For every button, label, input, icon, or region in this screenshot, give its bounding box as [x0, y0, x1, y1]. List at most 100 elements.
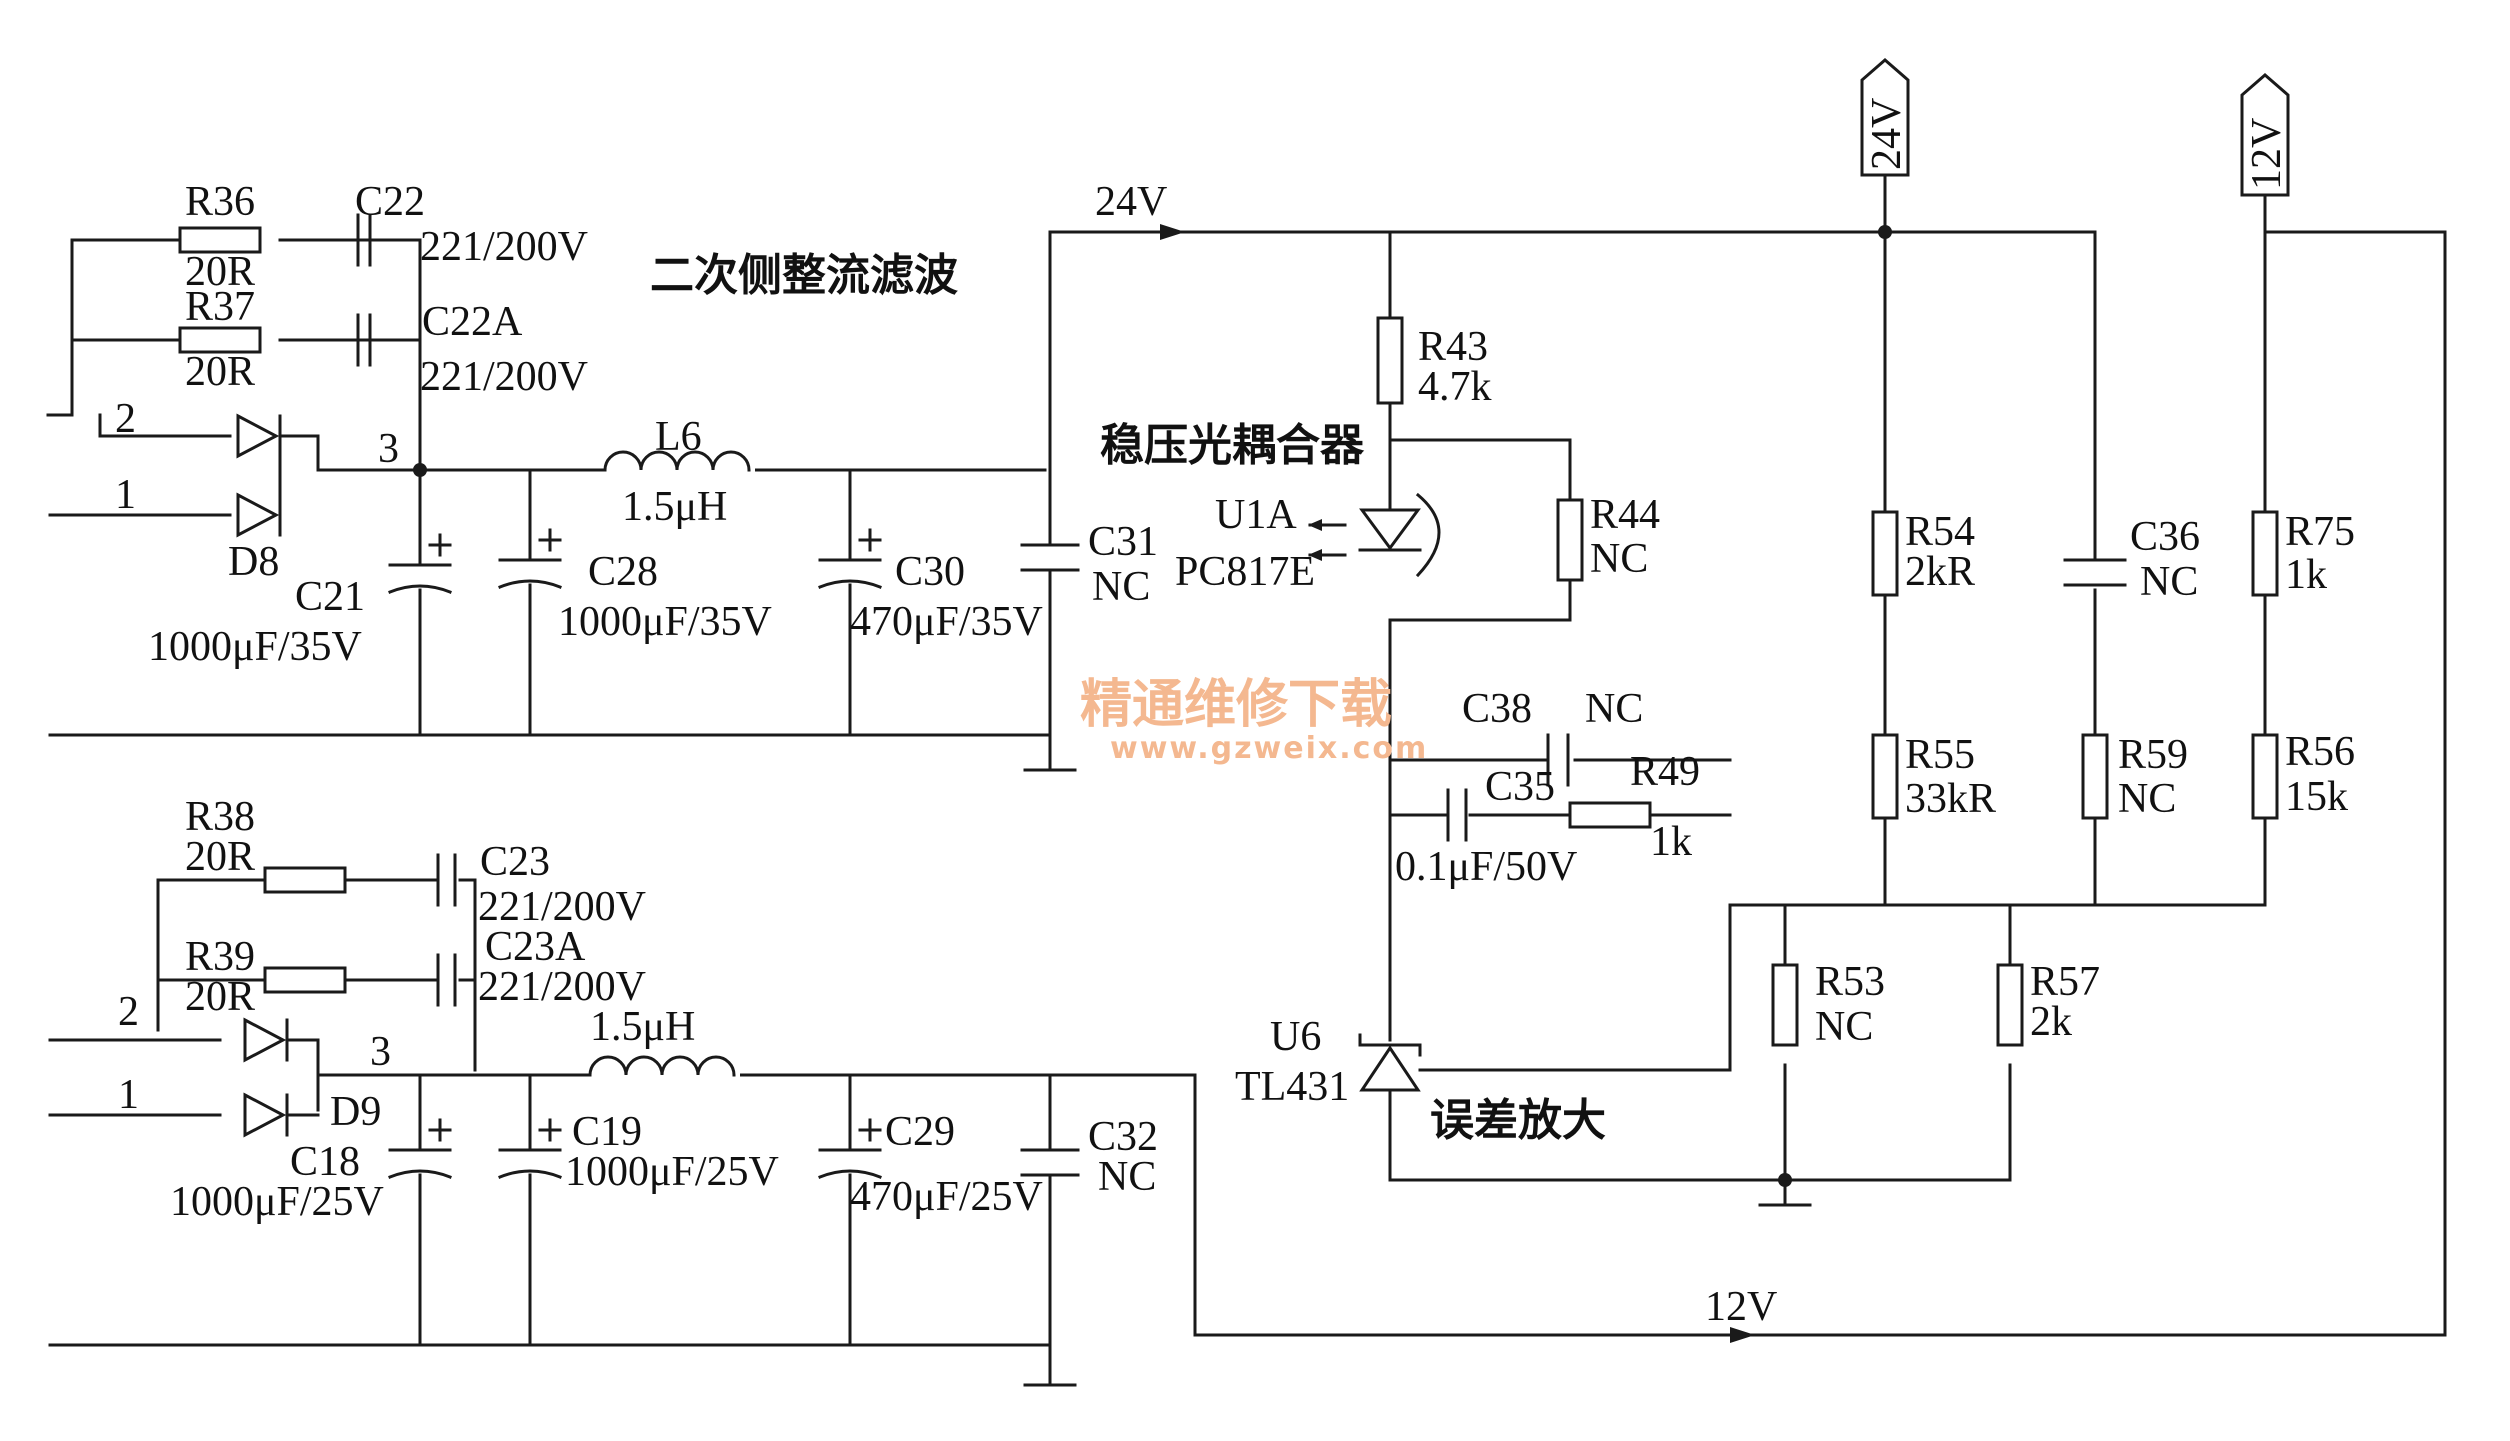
- u1a-ref: U1A: [1215, 492, 1297, 538]
- c21-symbol: [388, 563, 452, 594]
- r43-ref: R43: [1418, 324, 1488, 370]
- secondary-rectifier-title: 二次侧整流滤波: [650, 250, 958, 301]
- rail-arrows: [1160, 224, 1755, 1343]
- r37-body: [178, 326, 262, 354]
- upper-pin-1: 1: [115, 472, 136, 518]
- r57-body: [1996, 963, 2024, 1047]
- r57-ref: R57: [2030, 959, 2100, 1005]
- c29-ref: C29: [885, 1109, 955, 1155]
- wires: [46, 173, 2447, 1387]
- c32-ref: C32: [1088, 1114, 1158, 1160]
- r37-value: 20R: [185, 349, 255, 395]
- c18-symbol: [388, 1148, 452, 1179]
- c29-value: 470μF/25V: [850, 1174, 1043, 1220]
- polarity-marks: [428, 528, 882, 1142]
- flag-12v-text: 12V: [2244, 118, 2290, 190]
- u6-ref: U6: [1270, 1014, 1321, 1060]
- u1a-part: PC817E: [1175, 549, 1315, 595]
- l6-value: 1.5μH: [622, 484, 727, 530]
- c32-symbol: [1020, 1148, 1080, 1177]
- u1a-optocoupler: [1308, 492, 1441, 578]
- r53-ref: R53: [1815, 959, 1885, 1005]
- d9-upper-diode: [243, 1017, 289, 1063]
- c23a-value: 221/200V: [478, 964, 646, 1010]
- r43-body: [1376, 316, 1404, 405]
- watermark-cn: 精通维修下载: [1080, 675, 1392, 735]
- r39-value: 20R: [185, 974, 255, 1020]
- r57-value: 2k: [2030, 999, 2072, 1045]
- rail-12v-label: 12V: [1705, 1284, 1777, 1330]
- r56-body: [2251, 733, 2279, 820]
- r43-value: 4.7k: [1418, 364, 1492, 410]
- c38-symbol: [1546, 733, 1570, 787]
- lower-pin-2: 2: [118, 989, 139, 1035]
- u6-part: TL431: [1235, 1064, 1349, 1110]
- c38-ref: C38: [1462, 686, 1532, 732]
- upper-pin-3: 3: [378, 426, 399, 472]
- c28-value: 1000μF/35V: [558, 599, 772, 645]
- c22a-ref: C22A: [422, 299, 523, 345]
- c35-symbol: [1446, 788, 1468, 842]
- d8-upper-diode: [236, 413, 282, 459]
- c19-value: 1000μF/25V: [565, 1149, 779, 1195]
- d9-ref: D9: [330, 1089, 381, 1135]
- upper-pin-2: 2: [115, 396, 136, 442]
- r75-body: [2251, 510, 2279, 597]
- r54-body: [1871, 510, 1899, 597]
- c23a-ref: C23A: [485, 924, 586, 970]
- junction-dots: [413, 225, 1892, 1187]
- c28-ref: C28: [588, 549, 658, 595]
- c30-ref: C30: [895, 549, 965, 595]
- r37-ref: R37: [185, 284, 255, 330]
- l6-ref: L6: [655, 414, 702, 460]
- c30-value: 470μF/35V: [850, 599, 1043, 645]
- r56-ref: R56: [2285, 729, 2355, 775]
- c35-ref: C35: [1485, 764, 1555, 810]
- c22-value: 221/200V: [420, 224, 588, 270]
- c23-symbol: [436, 853, 457, 907]
- c22-ref: C22: [355, 179, 425, 225]
- r44-body: [1556, 498, 1584, 582]
- d9-lower-diode: [243, 1092, 289, 1138]
- lower-pin-3: 3: [370, 1029, 391, 1075]
- c21-ref: C21: [295, 574, 365, 620]
- r36-ref: R36: [185, 179, 255, 225]
- r49-value: 1k: [1650, 819, 1692, 865]
- optocoupler-title: 稳压光耦合器: [1100, 420, 1365, 471]
- flag-24v-text: 24V: [1864, 98, 1910, 170]
- r53-body: [1771, 963, 1799, 1047]
- d8-lower-diode: [236, 492, 282, 538]
- c18-ref: C18: [290, 1139, 360, 1185]
- c31-ref: C31: [1088, 519, 1158, 565]
- c31-value: NC: [1092, 564, 1150, 610]
- r39-ref: R39: [185, 934, 255, 980]
- r56-value: 15k: [2285, 774, 2348, 820]
- c22a-value: 221/200V: [420, 354, 588, 400]
- watermark-url: www.gzweix.com: [1110, 731, 1428, 766]
- lower-pin-1: 1: [118, 1072, 139, 1118]
- u6-tl431: [1358, 1033, 1422, 1092]
- r44-value: NC: [1590, 536, 1648, 582]
- c18-value: 1000μF/25V: [170, 1179, 384, 1225]
- error-amp-title: 误差放大: [1430, 1095, 1606, 1146]
- c23a-symbol: [436, 953, 457, 1007]
- c35-value: 0.1μF/50V: [1395, 844, 1577, 890]
- r38-value: 20R: [185, 834, 255, 880]
- c29-symbol: [818, 1148, 882, 1179]
- c30-symbol: [818, 558, 882, 589]
- c36-ref: C36: [2130, 514, 2200, 560]
- r59-body: [2081, 733, 2109, 820]
- c19-symbol: [498, 1148, 562, 1179]
- r55-value: 33kR: [1905, 776, 1996, 822]
- lower-inductor-value: 1.5μH: [590, 1004, 695, 1050]
- c36-value: NC: [2140, 559, 2198, 605]
- r55-ref: R55: [1905, 732, 1975, 778]
- flag-12v: [2240, 73, 2290, 197]
- c23-value: 221/200V: [478, 884, 646, 930]
- r59-value: NC: [2118, 776, 2176, 822]
- r59-ref: R59: [2118, 732, 2188, 778]
- flag-24v: [1860, 58, 1910, 177]
- r38-body: [263, 866, 347, 894]
- r39-body: [263, 966, 347, 994]
